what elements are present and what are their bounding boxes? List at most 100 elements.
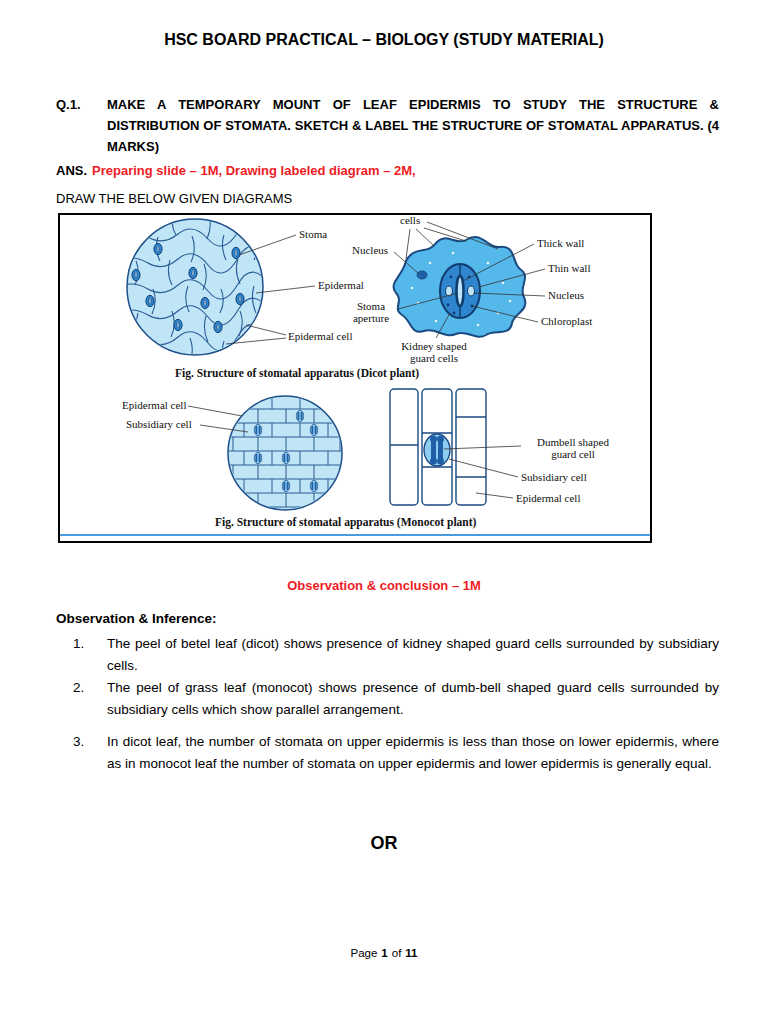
stoma-symbol — [282, 452, 290, 463]
stoma-symbol — [201, 297, 209, 308]
stoma-symbol — [254, 424, 262, 435]
page-footer: Page1of11 — [0, 943, 768, 963]
list-item: In dicot leaf, the number of stomata on … — [107, 731, 719, 775]
stoma-symbol — [214, 321, 222, 332]
figure-caption: Fig. Structure of stomatal apparatus (Di… — [175, 366, 419, 380]
text-row: OR — [0, 833, 768, 853]
part-label: cells — [400, 214, 420, 226]
stoma-symbol — [310, 424, 318, 435]
leader-line — [398, 293, 458, 309]
part-label: Epidermal — [318, 279, 364, 291]
cell-wall — [223, 409, 348, 507]
leader-line — [479, 269, 545, 287]
question-text: MAKE A TEMPORARY MOUNT OF LEAF EPIDERMIS… — [107, 94, 719, 157]
part-label: Epidermal cell — [516, 492, 580, 504]
question-number: Q.1. — [56, 94, 107, 115]
stoma-symbol — [254, 452, 262, 463]
list-number: 3. — [73, 731, 107, 753]
monocot-epidermis-view — [223, 395, 348, 510]
text-row: ANS.Preparing slide – 1M, Drawing labele… — [0, 161, 768, 181]
stoma-pore — [457, 276, 464, 306]
chloroplast-dot — [453, 312, 456, 315]
stoma-symbol — [232, 247, 240, 258]
lens-outline — [127, 219, 263, 355]
stoma-symbol — [282, 480, 290, 491]
part-label: Nucleus — [548, 289, 584, 301]
dot — [452, 252, 455, 255]
text-row: 3.In dicot leaf, the number of stomata o… — [0, 731, 768, 775]
page-bottom: Observation & conclusion – 1M Observation… — [0, 576, 768, 775]
text-row: Observation & conclusion – 1M — [0, 576, 768, 596]
guard-cell-bulb — [430, 436, 437, 443]
page-count: 11 — [405, 943, 417, 963]
dot — [429, 262, 432, 265]
cell-nucleus — [417, 271, 427, 279]
chloroplast-dot — [447, 304, 450, 307]
part-label: Stoma — [299, 228, 327, 240]
text-row: 2.The peel of grass leaf (monocot) shows… — [0, 677, 768, 721]
stoma-symbol — [154, 243, 162, 254]
part-label: Stoma aperture — [346, 300, 396, 324]
leader-line — [436, 313, 450, 338]
stoma-symbol — [146, 295, 154, 306]
cross-wall — [390, 417, 486, 477]
part-label: Dumbell shaped guard cell — [524, 436, 622, 460]
page: HSC BOARD PRACTICAL – BIOLOGY (STUDY MAT… — [0, 0, 768, 775]
part-label: Nucleus — [352, 244, 388, 256]
part-label: Epidermal cell — [122, 399, 186, 411]
leader-line — [406, 222, 498, 259]
dicot-epidermis-view — [118, 213, 273, 363]
dumbbell-guard-cells — [430, 436, 444, 465]
text-row: Q.1.MAKE A TEMPORARY MOUNT OF LEAF EPIDE… — [0, 94, 768, 157]
guard-cell-junction — [459, 264, 461, 318]
instruction: DRAW THE BELOW GIVEN DIAGRAMS — [56, 189, 292, 209]
section-heading: Observation & Inference: — [56, 609, 217, 629]
leader-line — [449, 459, 518, 477]
page-word: Page — [350, 943, 377, 963]
answer-tag: ANS. — [56, 161, 87, 181]
part-label: Subsidiary cell — [126, 418, 192, 430]
marks-scheme: Observation & conclusion – 1M — [287, 576, 481, 596]
leader-line — [444, 446, 521, 449]
leader-line — [226, 325, 286, 344]
epidermal-cell-column — [456, 389, 486, 505]
text-row: HSC BOARD PRACTICAL – BIOLOGY (STUDY MAT… — [0, 30, 768, 50]
figure-caption: Fig. Structure of stomatal apparatus (Mo… — [215, 515, 476, 529]
text-row: Page1of11 — [0, 943, 768, 963]
leader-line — [256, 286, 315, 293]
leader-line — [188, 406, 242, 416]
text-row: Observation & Inference: — [0, 609, 768, 629]
part-label: Thin wall — [548, 262, 590, 274]
leader-line — [200, 425, 248, 432]
separator-word: OR — [371, 833, 398, 853]
leader-line — [394, 252, 418, 273]
lens-ground — [127, 219, 263, 355]
dot — [502, 282, 505, 285]
dot — [487, 262, 490, 265]
text-row: DRAW THE BELOW GIVEN DIAGRAMS — [0, 189, 768, 209]
part-label: Kidney shaped guard cells — [395, 340, 473, 364]
guard-nucleus — [468, 286, 475, 296]
or-area: OR — [0, 833, 768, 853]
dot — [411, 287, 414, 290]
dot — [435, 320, 438, 323]
stoma-symbol — [236, 293, 244, 304]
figure-frame: cellsStomaNucleusEpidermalStoma aperture… — [58, 213, 652, 543]
leader-lines — [188, 222, 545, 498]
cytoplasm-dots — [411, 252, 512, 327]
leader-line — [472, 306, 538, 322]
figure-area: cellsStomaNucleusEpidermalStoma aperture… — [58, 213, 652, 543]
cell-wall — [118, 221, 273, 351]
guard-cell-bulb — [437, 458, 444, 465]
monocot-stomatal-apparatus — [390, 389, 486, 505]
part-label: Thick wall — [537, 237, 584, 249]
guard-cells — [440, 264, 480, 318]
leader-line — [463, 244, 534, 281]
dot — [509, 300, 512, 303]
guard-cell-bulb — [437, 436, 444, 443]
stoma-symbol — [189, 267, 197, 278]
chloroplast-dot — [450, 276, 453, 279]
subsidiary-cells — [424, 434, 450, 466]
text-row: 1.The peel of betel leaf (dicot) shows p… — [0, 633, 768, 677]
epidermal-cell-outline — [394, 237, 526, 337]
